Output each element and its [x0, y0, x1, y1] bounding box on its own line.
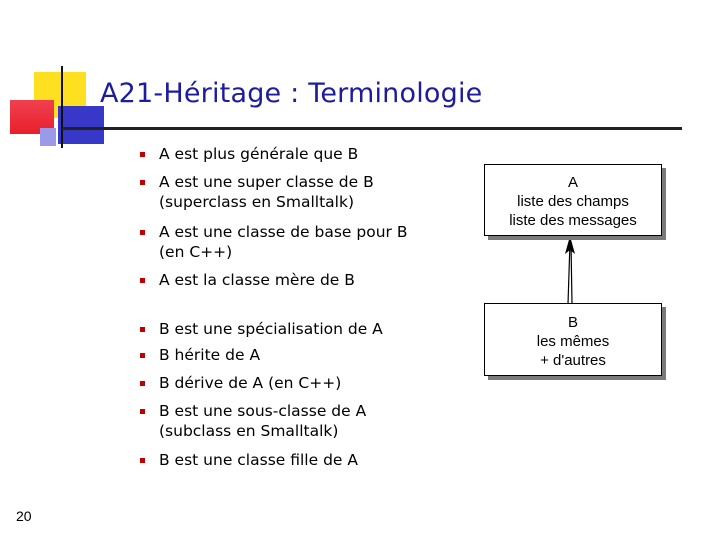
bullet-icon [140, 230, 145, 235]
page-title: A21-Héritage : Terminologie [100, 78, 483, 109]
blue-square-light [40, 128, 56, 146]
decorative-logo [0, 0, 110, 150]
inheritance-arrow [565, 236, 575, 305]
blue-square [58, 106, 104, 144]
bullet-icon [140, 152, 145, 157]
class-b-line2: + d'autres [540, 352, 606, 369]
page-number: 20 [16, 508, 32, 524]
vertical-line [61, 66, 63, 148]
bullet-icon [140, 180, 145, 185]
bullet-icon [140, 327, 145, 332]
bullet-icon [140, 458, 145, 463]
class-box-a: A liste des champs liste des messages [484, 164, 662, 236]
bullet-icon [140, 353, 145, 358]
class-b-name: B [567, 314, 578, 331]
class-b-line1: les mêmes [536, 333, 610, 350]
bullet-icon [140, 381, 145, 386]
class-a-fields: liste des champs [517, 193, 629, 210]
class-box-b: B les mêmes + d'autres [484, 303, 662, 376]
bullet-icon [140, 278, 145, 283]
class-a-messages: liste des messages [509, 212, 637, 229]
bullet-icon [140, 409, 145, 414]
title-divider [62, 127, 682, 130]
class-a-name: A [567, 174, 578, 191]
